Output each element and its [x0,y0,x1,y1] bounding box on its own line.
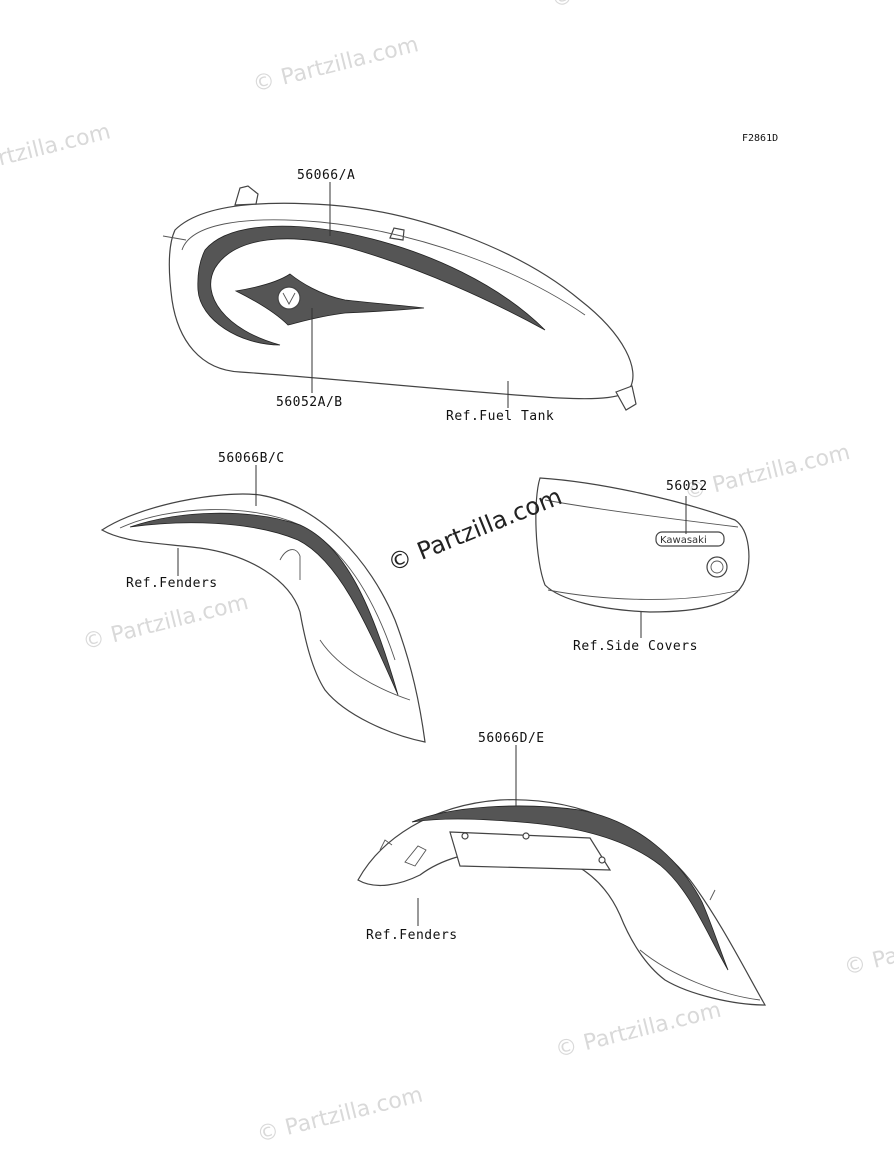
watermark-2: © Partzilla.com [250,32,421,97]
side-cover: Kawasaki [535,477,750,613]
watermark-8: © Partzilla.com [842,915,894,980]
callout-tank-emblem: 56052A/B [276,395,343,410]
diagram-code: F2861D [742,133,778,144]
kawasaki-emblem-text: Kawasaki [660,535,707,546]
rear-fender [357,799,767,1006]
callout-side-cover-emblem: 56052 [666,479,708,494]
callout-rear-fender-ref: Ref.Fenders [366,928,458,943]
watermark-7: © Partzilla.com [553,998,724,1063]
watermark-1: © Partzilla.com [0,119,113,184]
callout-tank-ref: Ref.Fuel Tank [446,409,554,424]
fuel-tank [162,185,637,411]
callout-side-cover-ref: Ref.Side Covers [573,639,698,654]
watermark-5: © Partzilla.com [682,440,853,505]
callout-front-fender-ref: Ref.Fenders [126,576,218,591]
callout-rear-fender-stripe: 56066D/E [478,731,545,746]
watermark-6: © Partzilla.com [255,1082,426,1147]
watermark-3: © Partzilla.com [549,0,720,13]
callout-tank-stripe: 56066/A [297,168,355,183]
watermark-4: © Partzilla.com [80,590,251,655]
callout-front-fender-stripe: 56066B/C [218,451,285,466]
front-fender [100,493,426,743]
kawasaki-emblem [655,531,725,547]
